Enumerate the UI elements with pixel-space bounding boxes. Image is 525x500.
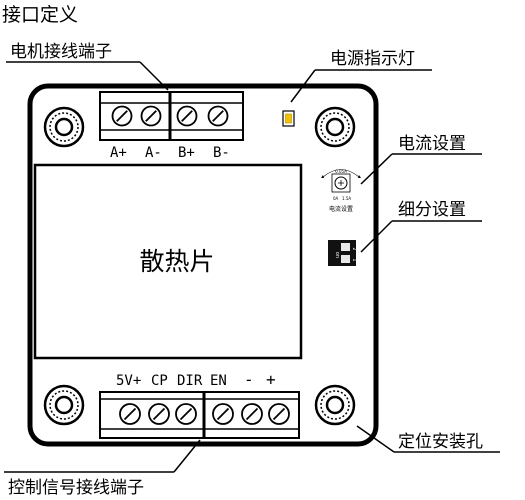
dial-min-label: 0A bbox=[333, 196, 339, 201]
motor-pin-a-minus: A- bbox=[145, 145, 162, 161]
callout-mounting-hole: 定位安装孔 bbox=[356, 425, 500, 453]
dial-max-label: 1.5A bbox=[342, 196, 351, 201]
dial-top-label: 0.05A bbox=[335, 169, 347, 174]
current-dial: 0.05A 0A 1.5A 电流设置 bbox=[321, 169, 361, 213]
control-terminal-screw bbox=[119, 403, 141, 425]
callout-control-terminal-text: 控制信号接线端子 bbox=[8, 478, 144, 498]
dip-pos-2: 2 bbox=[351, 247, 357, 250]
control-pin-plus: + bbox=[266, 370, 276, 389]
control-pin-cp: CP bbox=[151, 373, 168, 389]
dip-on-label: on bbox=[334, 252, 340, 258]
callout-microstep-setting-text: 细分设置 bbox=[398, 200, 466, 220]
control-pin-5v: 5V+ bbox=[116, 373, 141, 389]
dip-pos-1: 1 bbox=[351, 258, 357, 261]
motor-pin-b-plus: B+ bbox=[178, 145, 195, 161]
callout-power-led-text: 电源指示灯 bbox=[330, 49, 415, 69]
heatsink bbox=[33, 163, 303, 360]
callout-microstep-setting: 细分设置 bbox=[360, 200, 482, 253]
control-pin-minus: - bbox=[244, 370, 254, 389]
callout-power-led: 电源指示灯 bbox=[290, 49, 432, 103]
motor-terminal-screw bbox=[111, 105, 133, 127]
control-terminal-screw bbox=[148, 403, 170, 425]
page-title: 接口定义 bbox=[2, 4, 78, 26]
mounting-hole-top-right bbox=[314, 106, 356, 148]
heatsink-label: 散热片 bbox=[139, 247, 214, 276]
motor-terminal-screw bbox=[140, 105, 162, 127]
dip-switch: on 2 1 bbox=[328, 240, 357, 266]
mounting-hole-top-left bbox=[43, 106, 85, 148]
callout-current-setting-text: 电流设置 bbox=[398, 134, 466, 154]
control-terminal-screw bbox=[212, 403, 234, 425]
motor-pin-a-plus: A+ bbox=[110, 145, 127, 161]
callout-motor-terminal-text: 电机接线端子 bbox=[10, 42, 112, 62]
power-led bbox=[282, 110, 295, 127]
control-terminal-screw bbox=[241, 403, 263, 425]
control-pin-en: EN bbox=[210, 373, 227, 389]
control-pin-dir: DIR bbox=[177, 373, 203, 389]
control-terminal-screw bbox=[268, 403, 290, 425]
callout-control-terminal: 控制信号接线端子 bbox=[4, 439, 201, 498]
callout-motor-terminal: 电机接线端子 bbox=[6, 42, 169, 91]
callout-current-setting: 电流设置 bbox=[360, 134, 482, 185]
control-terminal-screw bbox=[175, 403, 197, 425]
mounting-hole-bottom-right bbox=[314, 384, 356, 426]
callout-mounting-hole-text: 定位安装孔 bbox=[398, 432, 483, 452]
mounting-hole-bottom-left bbox=[43, 384, 85, 426]
dial-caption: 电流设置 bbox=[329, 205, 353, 213]
motor-terminal-screw bbox=[207, 105, 229, 127]
motor-terminal-screw bbox=[176, 105, 198, 127]
motor-pin-b-minus: B- bbox=[213, 145, 230, 161]
